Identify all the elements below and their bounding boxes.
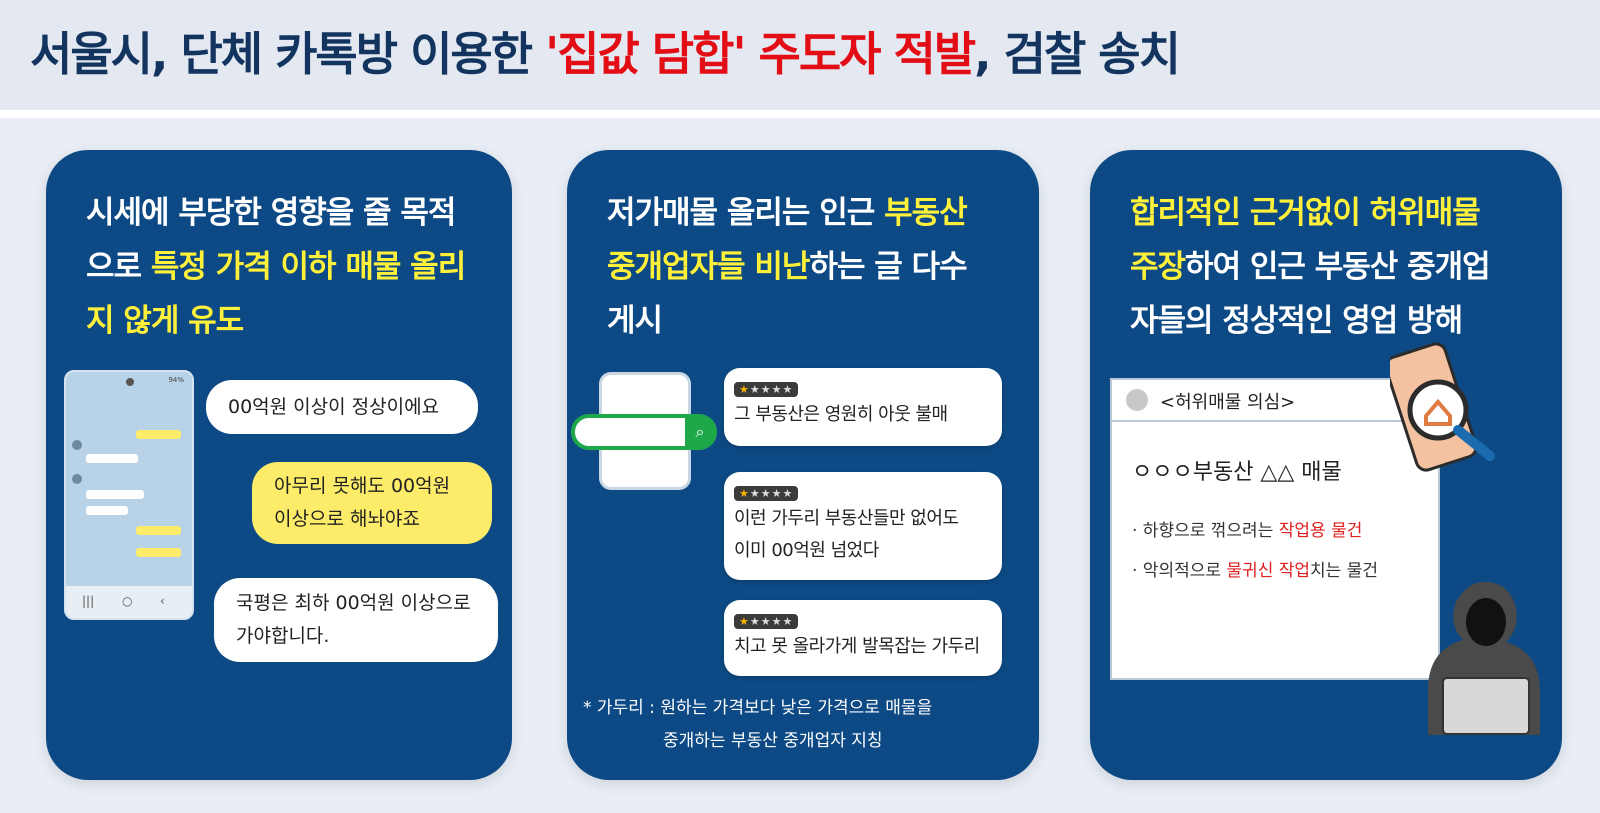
panel1-heading-line1: 시세에 부당한 영향을 줄 목적	[86, 195, 456, 231]
panel1-heading-line2b: 특정 가격 이하 매물 올리	[150, 249, 466, 285]
hacker-icon	[1428, 581, 1540, 735]
home-icon: ○	[122, 594, 133, 608]
chat-bubble: 00억원 이상이 정상이에요	[206, 380, 478, 434]
header-divider	[0, 110, 1600, 118]
star-rating: ★★★★★	[734, 486, 799, 501]
property-name: ㅇㅇㅇ부동산 △△ 매물	[1132, 460, 1342, 485]
listing-item-highlight: 물귀신 작업	[1226, 561, 1311, 581]
panel2-heading-line2b: 하는 글 다수	[809, 249, 967, 285]
title-highlight: '집값 담합' 주도자 적발	[545, 27, 976, 81]
panel2-heading-line3: 게시	[607, 303, 663, 339]
panel3-heading-line1: 합리적인 근거없이 허위매물	[1130, 195, 1481, 231]
footnote-continued: 중개하는 부동산 중개업자 지칭	[663, 731, 883, 751]
search-bar-illustration: ⌕	[571, 414, 717, 450]
panel-chat-collusion: 시세에 부당한 영향을 줄 목적 으로 특정 가격 이하 매물 올리 지 않게 …	[46, 150, 512, 780]
panel3-heading: 합리적인 근거없이 허위매물 주장하여 인근 부동산 중개업 자들의 정상적인 …	[1130, 186, 1491, 348]
panel3-heading-line3: 자들의 정상적인 영업 방해	[1130, 303, 1463, 339]
camera-icon	[126, 378, 134, 386]
panel2-heading-line1b: 부동산	[884, 195, 968, 231]
panel-slander-posts: 저가매물 올리는 인근 부동산 중개업자들 비난하는 글 다수 게시 ⌕ ★★★…	[567, 150, 1039, 780]
search-icon: ⌕	[685, 416, 715, 448]
back-icon: ‹	[160, 594, 165, 608]
star-rating: ★★★★★	[734, 382, 799, 397]
listing-card-header: <허위매물 의심>	[1112, 380, 1438, 422]
listing-item-highlight: 작업용 물건	[1278, 521, 1363, 541]
battery-status: 94%	[168, 376, 184, 384]
panel3-heading-line2b: 하여 인근 부동산 중개업	[1185, 249, 1491, 285]
phone-nav-bar: ||| ○ ‹	[66, 586, 192, 618]
chat-bubble-line: 아무리 못해도 00억원	[274, 475, 451, 497]
review-card: ★★★★★ 그 부동산은 영원히 아웃 불매	[724, 368, 1002, 446]
panel2-heading-line1a: 저가매물 올리는 인근	[607, 195, 885, 231]
footnote: * 가두리 : 원하는 가격보다 낮은 가격으로 매물을	[583, 698, 933, 718]
panel2-heading-line2a: 중개업자들 비난	[607, 249, 810, 285]
listing-item-text: 치는 물건	[1310, 561, 1378, 581]
panel2-heading: 저가매물 올리는 인근 부동산 중개업자들 비난하는 글 다수 게시	[607, 186, 968, 348]
phone-chat-illustration: 94% ||| ○ ‹	[64, 370, 194, 620]
title-part1: 서울시, 단체 카톡방 이용한	[30, 27, 546, 81]
magnifier-phone-icon	[1390, 342, 1495, 472]
listing-item: · 악의적으로 물귀신 작업치는 물건	[1132, 556, 1378, 581]
star-rating: ★★★★★	[734, 614, 799, 629]
review-card: ★★★★★ 이런 가두리 부동산들만 없어도 이미 00억원 넘었다	[724, 472, 1002, 580]
menu-icon: |||	[82, 594, 95, 608]
panel3-heading-line2a: 주장	[1130, 249, 1186, 285]
page-title: 서울시, 단체 카톡방 이용한 '집값 담합' 주도자 적발, 검찰 송치	[30, 18, 1181, 84]
avatar-icon	[1126, 389, 1148, 411]
title-part2: , 검찰 송치	[974, 27, 1181, 81]
listing-item: · 하향으로 꺾으려는 작업용 물건	[1132, 516, 1362, 541]
chat-bubble-line: 이상으로 해놔야죠	[274, 508, 420, 530]
panel1-heading-line3: 지 않게 유도	[86, 303, 244, 339]
listing-card: <허위매물 의심> ㅇㅇㅇ부동산 △△ 매물 · 하향으로 꺾으려는 작업용 물…	[1110, 378, 1440, 680]
review-text: 그 부동산은 영원히 아웃 불매	[734, 404, 948, 425]
listing-item-text: · 악의적으로	[1132, 561, 1227, 581]
panel1-heading: 시세에 부당한 영향을 줄 목적 으로 특정 가격 이하 매물 올리 지 않게 …	[86, 186, 466, 348]
review-text: 치고 못 올라가게 발목잡는 가두리	[734, 636, 980, 657]
listing-item-text: · 하향으로 꺾으려는	[1132, 521, 1279, 541]
panel1-heading-line2a: 으로	[86, 249, 151, 285]
listing-card-title: <허위매물 의심>	[1160, 392, 1296, 413]
chat-bubble-line: 가야합니다.	[236, 625, 330, 647]
panel-false-listing: 합리적인 근거없이 허위매물 주장하여 인근 부동산 중개업 자들의 정상적인 …	[1090, 150, 1562, 780]
header: 서울시, 단체 카톡방 이용한 '집값 담합' 주도자 적발, 검찰 송치	[0, 0, 1600, 110]
review-text: 이런 가두리 부동산들만 없어도	[734, 508, 959, 529]
chat-bubble-line: 국평은 최하 00억원 이상으로	[236, 592, 471, 614]
review-card: ★★★★★ 치고 못 올라가게 발목잡는 가두리	[724, 600, 1002, 676]
review-text: 이미 00억원 넘었다	[734, 540, 879, 561]
